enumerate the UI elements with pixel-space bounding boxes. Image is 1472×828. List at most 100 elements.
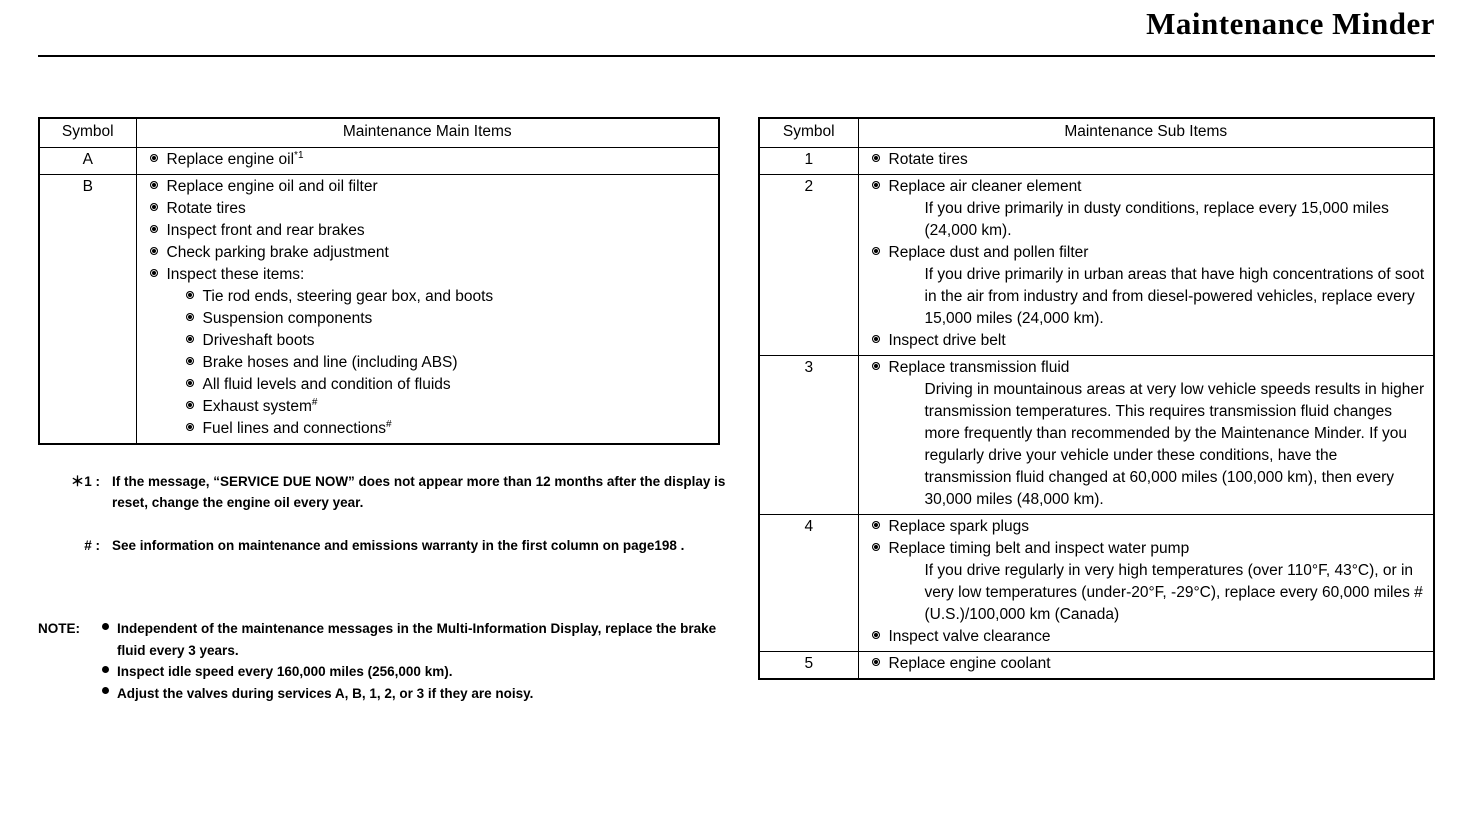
item-text: Replace engine coolant <box>888 655 1051 672</box>
table-header-row: Symbol Maintenance Main Items <box>38 117 720 148</box>
item-description: If you drive regularly in very high temp… <box>924 562 1423 623</box>
maintenance-item: Exhaust system# <box>185 396 713 418</box>
maintenance-item: Check parking brake adjustment <box>149 242 713 264</box>
maintenance-item: Replace engine oil and oil filter <box>149 176 713 198</box>
bullet-icon <box>871 180 880 189</box>
bullet-icon <box>185 290 194 299</box>
cell-items: Rotate tires <box>857 147 1435 175</box>
item-text: Check parking brake adjustment <box>166 244 389 261</box>
item-text: Rotate tires <box>166 200 246 217</box>
item-text: Tie rod ends, steering gear box, and boo… <box>202 288 494 305</box>
note-item-text: Inspect idle speed every 160,000 miles (… <box>117 664 453 680</box>
item-description: Driving in mountainous areas at very low… <box>924 381 1425 508</box>
maintenance-item: Inspect valve clearance <box>871 626 1428 648</box>
note-item: Adjust the valves during services A, B, … <box>102 683 738 705</box>
footnote-text: If the message, “SERVICE DUE NOW” does n… <box>112 474 726 510</box>
note-item-text: Adjust the valves during services A, B, … <box>117 685 534 701</box>
item-text: Rotate tires <box>888 151 968 168</box>
bullet-icon <box>871 334 880 343</box>
item-text: Inspect drive belt <box>888 332 1006 349</box>
cell-symbol: 3 <box>758 355 859 515</box>
bullet-icon <box>149 180 158 189</box>
bullet-icon <box>102 687 109 695</box>
bullet-icon <box>871 520 880 529</box>
cell-symbol: A <box>38 147 137 175</box>
item-text: Inspect these items: <box>166 266 305 283</box>
maintenance-item: Inspect front and rear brakes <box>149 220 713 242</box>
maintenance-item: Rotate tires <box>871 149 1428 171</box>
item-text: Replace spark plugs <box>888 518 1029 535</box>
item-text: Exhaust system <box>202 398 312 415</box>
maintenance-item: Replace timing belt and inspect water pu… <box>871 538 1428 626</box>
maintenance-item: Brake hoses and line (including ABS) <box>185 352 713 374</box>
footnote-marker-icon: # <box>386 418 392 430</box>
table-header-row: Symbol Maintenance Sub Items <box>758 117 1435 148</box>
bullet-icon <box>871 153 880 162</box>
cell-symbol: 5 <box>758 651 859 680</box>
cell-symbol: 1 <box>758 147 859 175</box>
maintenance-item: Suspension components <box>185 308 713 330</box>
note-item: Inspect idle speed every 160,000 miles (… <box>102 661 738 683</box>
footnote-marker-icon: *1 <box>294 149 304 161</box>
table-row: 5 Replace engine coolant <box>758 651 1435 680</box>
cell-symbol: B <box>38 174 137 445</box>
maintenance-item: Inspect these items: Tie rod ends, steeri… <box>149 264 713 440</box>
table-row: 1 Rotate tires <box>758 147 1435 175</box>
maintenance-item-list: Replace engine oil*1 <box>149 149 713 171</box>
note-block: NOTE: Independent of the maintenance mes… <box>38 618 738 704</box>
column-header-symbol: Symbol <box>38 117 137 148</box>
bullet-icon <box>102 665 109 673</box>
maintenance-sub-items-table: Symbol Maintenance Sub Items 1 Rotate tir… <box>758 117 1435 680</box>
cell-symbol: 2 <box>758 174 859 356</box>
maintenance-item: Replace spark plugs <box>871 516 1428 538</box>
cell-items: Replace engine oil*1 <box>135 147 720 175</box>
item-description: If you drive primarily in urban areas th… <box>924 266 1425 327</box>
footnote-marker: ＊1 : <box>70 474 100 489</box>
maintenance-item: Fuel lines and connections# <box>185 418 713 440</box>
column-header-symbol: Symbol <box>758 117 859 148</box>
maintenance-item-list: Rotate tires <box>871 149 1428 171</box>
item-text: Replace engine oil and oil filter <box>166 178 378 195</box>
cell-symbol: 4 <box>758 514 859 652</box>
maintenance-main-items-table: Symbol Maintenance Main Items A Replace e… <box>38 117 720 445</box>
maintenance-item-list: Replace engine coolant <box>871 653 1428 675</box>
bullet-icon <box>185 334 194 343</box>
bullet-icon <box>149 202 158 211</box>
bullet-icon <box>185 356 194 365</box>
item-text: Replace dust and pollen filter <box>888 244 1089 261</box>
bullet-icon <box>185 312 194 321</box>
maintenance-item: Replace engine oil*1 <box>149 149 713 171</box>
table-row: A Replace engine oil*1 <box>38 147 720 175</box>
column-header-main-items: Maintenance Main Items <box>135 117 720 148</box>
item-text: Fuel lines and connections <box>202 420 387 437</box>
footnote-marker-icon: # <box>311 396 318 408</box>
item-text: Brake hoses and line (including ABS) <box>202 354 458 371</box>
footnotes-block: ＊1 : If the message, “SERVICE DUE NOW” d… <box>38 472 738 579</box>
bullet-icon <box>871 630 880 639</box>
item-text: Inspect valve clearance <box>888 628 1051 645</box>
bullet-icon <box>871 542 880 551</box>
maintenance-item: Driveshaft boots <box>185 330 713 352</box>
note-item: Independent of the maintenance messages … <box>102 618 738 661</box>
bullet-icon <box>149 153 158 162</box>
footnote-marker: # : <box>84 537 100 553</box>
maintenance-item: Replace dust and pollen filter If you dri… <box>871 242 1428 330</box>
bullet-icon <box>149 246 158 255</box>
note-item-text: Independent of the maintenance messages … <box>117 621 717 658</box>
maintenance-item-list: Tie rod ends, steering gear box, and boo… <box>185 286 713 440</box>
maintenance-item: All fluid levels and condition of fluids <box>185 374 713 396</box>
maintenance-item: Tie rod ends, steering gear box, and boo… <box>185 286 713 308</box>
item-description: If you drive primarily in dusty conditio… <box>924 200 1389 239</box>
note-list: Independent of the maintenance messages … <box>102 618 738 704</box>
